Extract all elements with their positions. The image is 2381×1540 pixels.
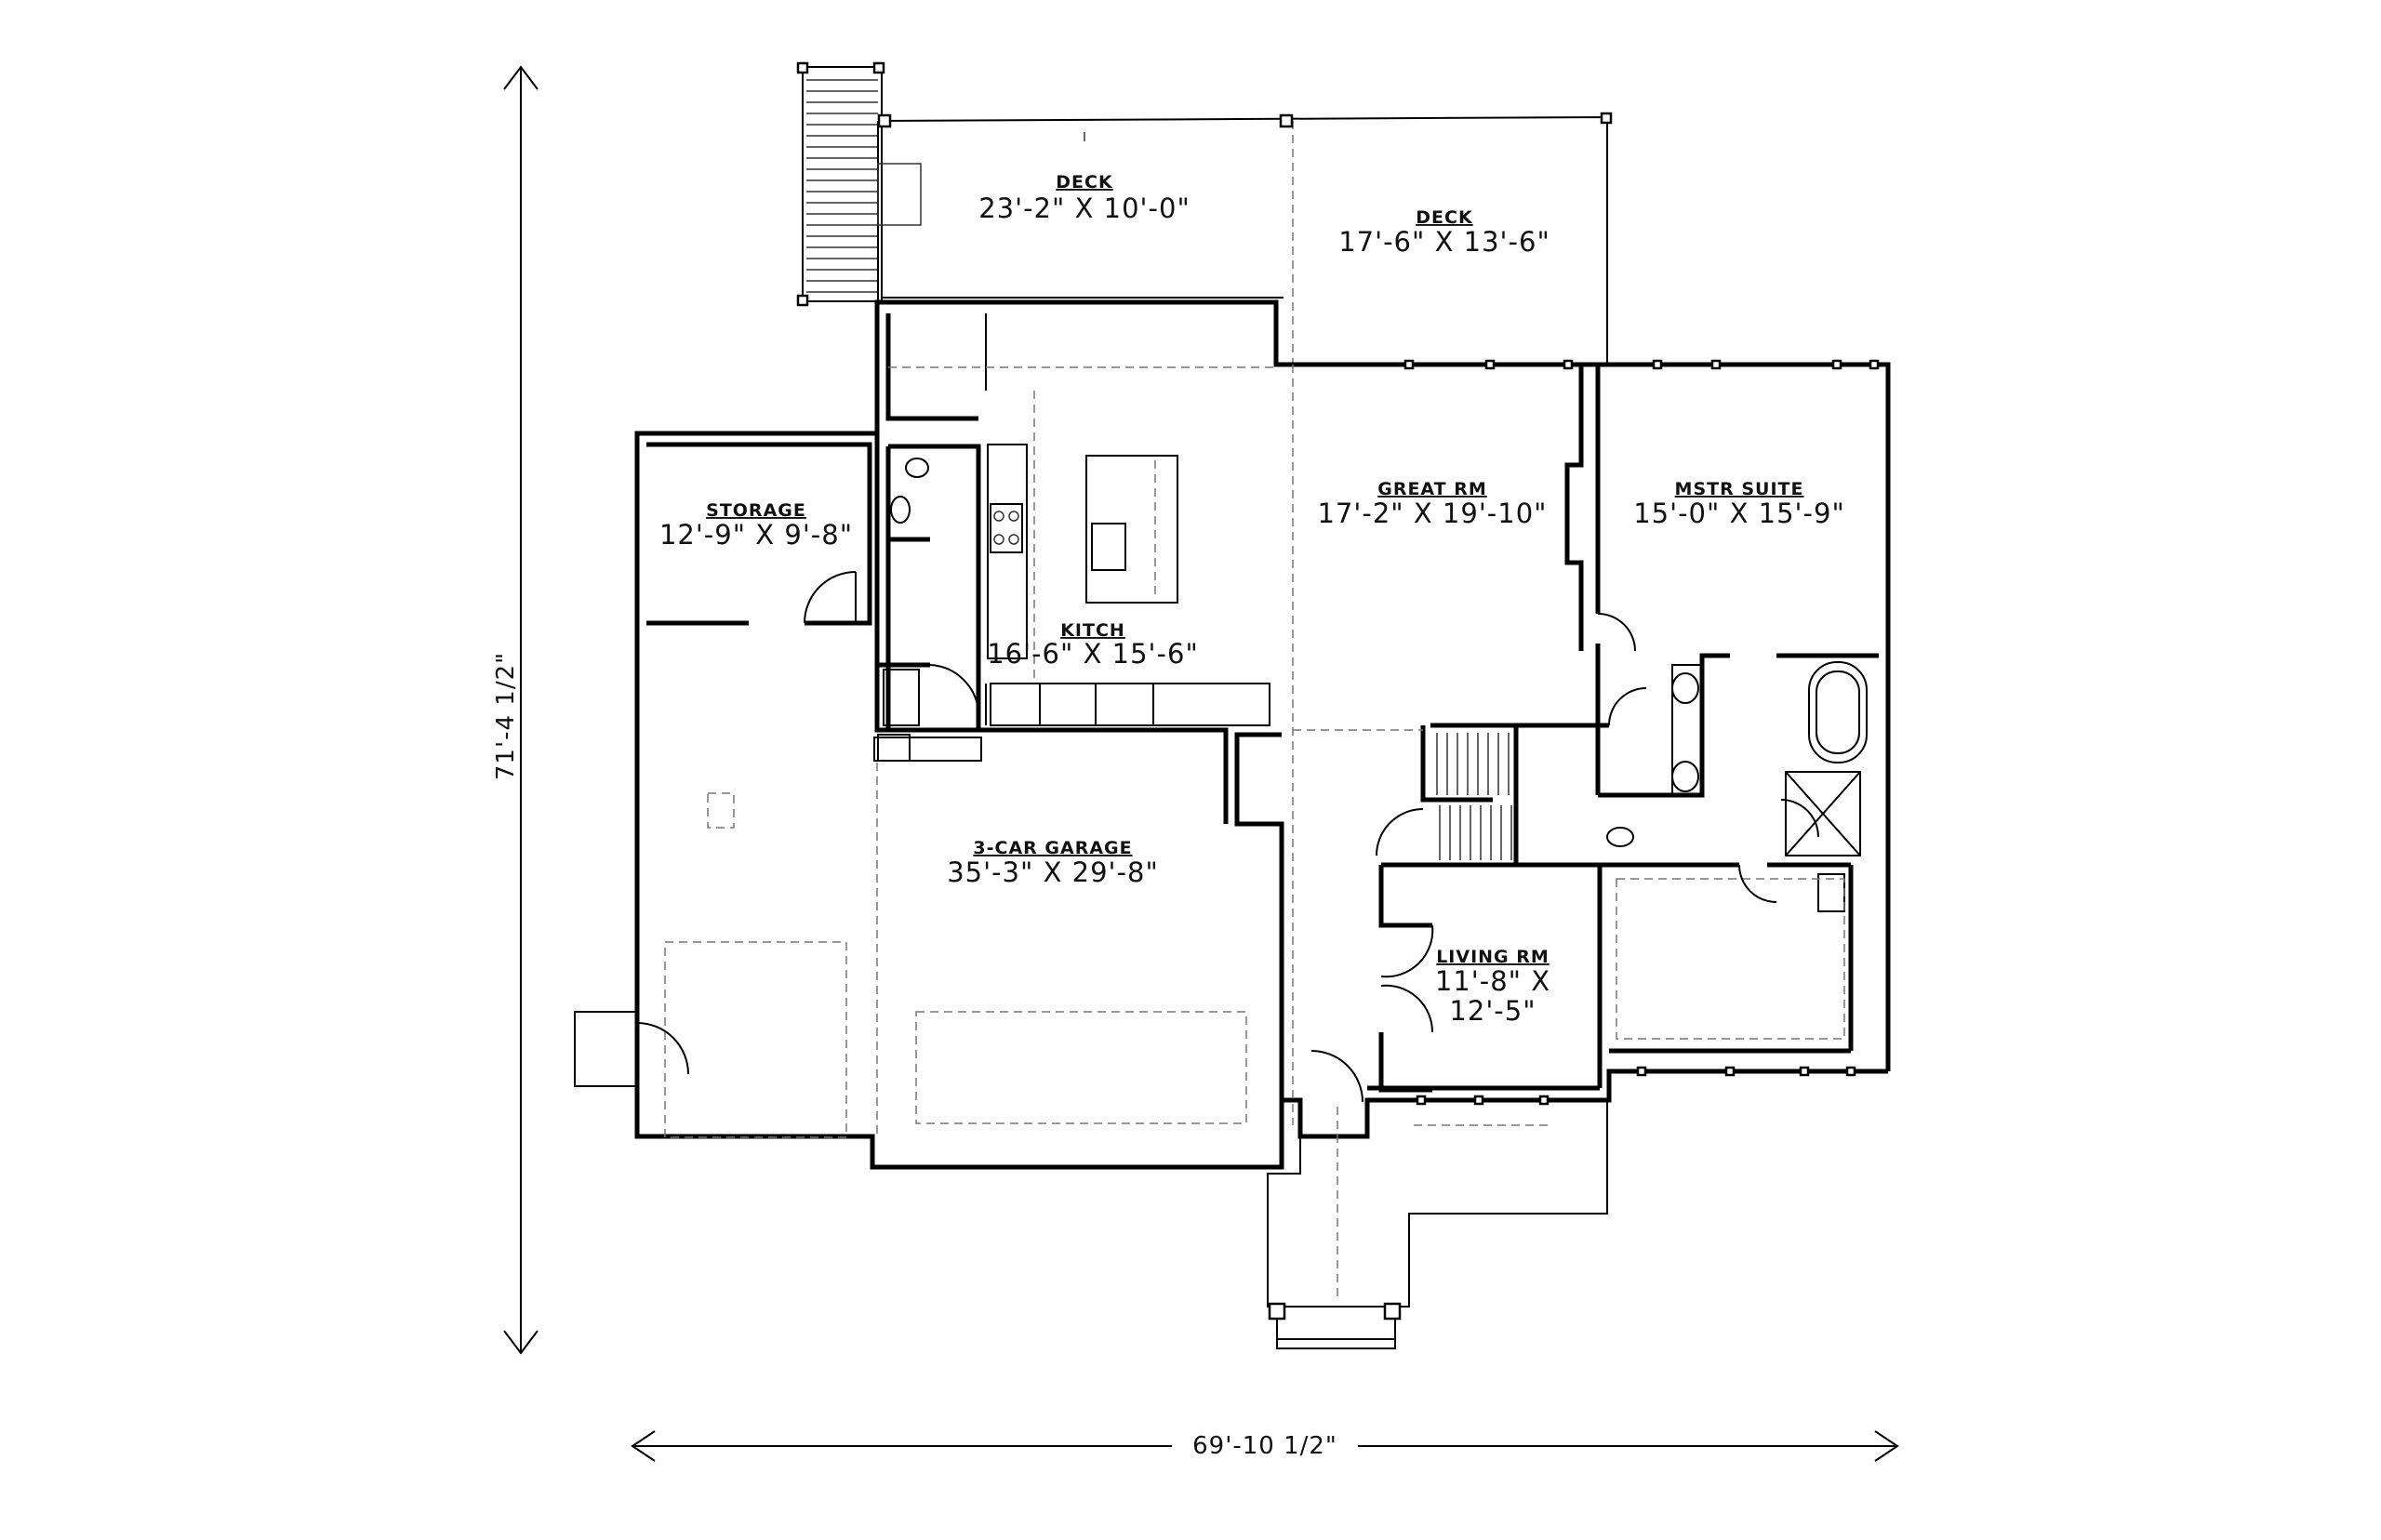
vertical-dimension-line: 71'-4 1/2" <box>492 65 539 1355</box>
room-kitchen-dim: 16'-6" X 15'-6" <box>987 638 1199 670</box>
interior-walls <box>646 313 1879 1093</box>
fixtures <box>574 458 1634 1138</box>
room-deck-left: DECK 23'-2" X 10'-0" <box>978 172 1190 224</box>
room-great-room-name: GREAT RM <box>1377 479 1487 499</box>
room-master-suite-dim: 15'-0" X 15'-9" <box>1633 498 1845 529</box>
exterior-walls <box>634 299 1891 1349</box>
room-great-room-dim: 17'-2" X 19'-10" <box>1317 498 1547 529</box>
room-kitchen: KITCH 16'-6" X 15'-6" <box>987 620 1199 670</box>
room-deck-right-dim: 17'-6" X 13'-6" <box>1338 226 1550 258</box>
overall-width-label: 69'-10 1/2" <box>1192 1432 1337 1460</box>
door-swings <box>636 571 1819 1103</box>
room-garage-name: 3-CAR GARAGE <box>973 838 1132 858</box>
room-master-suite-name: MSTR SUITE <box>1675 479 1804 499</box>
deck-outline <box>796 61 1613 365</box>
rear-stair <box>802 66 883 302</box>
room-deck-left-dim: 23'-2" X 10'-0" <box>978 192 1190 224</box>
overall-height-label: 71'-4 1/2" <box>492 652 520 780</box>
room-garage-dim: 35'-3" X 29'-8" <box>947 856 1159 888</box>
horizontal-dimension-line: 69'-10 1/2" <box>631 1427 1899 1462</box>
window-markers <box>1403 359 1880 1106</box>
room-living-room: LIVING RM 11'-8" X 12'-5" <box>1435 947 1550 1027</box>
room-deck-left-name: DECK <box>1056 172 1113 192</box>
room-living-room-dim-line1: 11'-8" X <box>1435 965 1550 997</box>
room-storage: STORAGE 12'-9" X 9'-8" <box>659 500 853 551</box>
room-storage-name: STORAGE <box>706 500 806 521</box>
room-great-room: GREAT RM 17'-2" X 19'-10" <box>1317 479 1547 529</box>
room-master-suite: MSTR SUITE 15'-0" X 15'-9" <box>1633 479 1845 529</box>
room-storage-dim: 12'-9" X 9'-8" <box>659 519 853 551</box>
room-living-room-name: LIVING RM <box>1436 947 1550 967</box>
room-garage: 3-CAR GARAGE 35'-3" X 29'-8" <box>947 838 1159 888</box>
room-living-room-dim-line2: 12'-5" <box>1449 995 1536 1027</box>
reference-dashes <box>876 365 1549 1136</box>
room-kitchen-name: KITCH <box>1060 620 1125 641</box>
room-deck-right-name: DECK <box>1416 207 1473 228</box>
room-deck-right: DECK 17'-6" X 13'-6" <box>1338 207 1550 258</box>
